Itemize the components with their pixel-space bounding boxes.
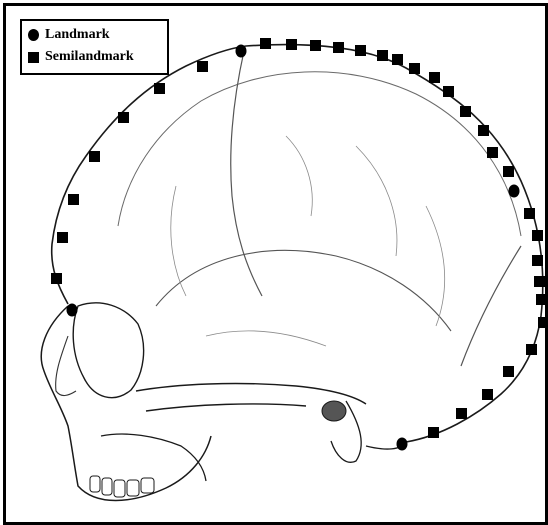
semilandmark bbox=[526, 344, 537, 355]
semilandmark bbox=[532, 230, 543, 241]
legend-item-semilandmark: Semilandmark bbox=[28, 48, 134, 66]
semilandmark bbox=[503, 166, 514, 177]
semilandmark bbox=[154, 83, 165, 94]
orbit bbox=[73, 303, 143, 398]
landmark-bregma bbox=[236, 45, 247, 58]
skull-illustration bbox=[6, 6, 545, 522]
semilandmark bbox=[89, 151, 100, 162]
semilandmark bbox=[456, 408, 467, 419]
circle-icon bbox=[28, 29, 39, 41]
semilandmark bbox=[409, 63, 420, 74]
figure-frame: Landmark Semilandmark bbox=[3, 3, 548, 525]
ear-canal bbox=[322, 401, 346, 421]
squamosal-suture bbox=[156, 250, 451, 331]
nasal-region bbox=[56, 336, 76, 396]
coronal-suture bbox=[231, 51, 262, 296]
semilandmark bbox=[443, 86, 454, 97]
landmark-nasion bbox=[67, 304, 78, 317]
semilandmark bbox=[118, 112, 129, 123]
semilandmarks bbox=[51, 38, 545, 438]
semilandmark bbox=[524, 208, 535, 219]
legend-label-semilandmark: Semilandmark bbox=[45, 49, 134, 65]
square-icon bbox=[28, 52, 39, 63]
legend-item-landmark: Landmark bbox=[28, 26, 110, 44]
semilandmark bbox=[355, 45, 366, 56]
legend: Landmark Semilandmark bbox=[20, 19, 169, 75]
cranial-outline bbox=[52, 45, 543, 442]
semilandmark bbox=[478, 125, 489, 136]
legend-label-landmark: Landmark bbox=[45, 27, 110, 43]
semilandmark bbox=[534, 276, 545, 287]
semilandmark bbox=[487, 147, 498, 158]
teeth bbox=[90, 476, 154, 497]
landmark-lambda bbox=[509, 185, 520, 198]
semilandmark bbox=[286, 39, 297, 50]
inner-vault-line bbox=[118, 72, 521, 236]
semilandmark bbox=[377, 50, 388, 61]
semilandmark bbox=[428, 427, 439, 438]
semilandmark bbox=[429, 72, 440, 83]
lambdoid-suture bbox=[461, 246, 521, 366]
semilandmark bbox=[532, 255, 543, 266]
landmark-opisthion bbox=[397, 438, 408, 451]
landmarks bbox=[67, 45, 520, 451]
semilandmark bbox=[460, 106, 471, 117]
semilandmark bbox=[57, 232, 68, 243]
semilandmark bbox=[482, 389, 493, 400]
semilandmark bbox=[536, 294, 545, 305]
shading bbox=[171, 136, 445, 346]
semilandmark bbox=[503, 366, 514, 377]
semilandmark bbox=[538, 317, 545, 328]
semilandmark bbox=[333, 42, 344, 53]
semilandmark bbox=[51, 273, 62, 284]
maxilla bbox=[101, 434, 206, 481]
semilandmark bbox=[68, 194, 79, 205]
semilandmark bbox=[310, 40, 321, 51]
face-outline bbox=[41, 306, 211, 501]
semilandmark bbox=[392, 54, 403, 65]
semilandmark bbox=[197, 61, 208, 72]
semilandmark bbox=[260, 38, 271, 49]
